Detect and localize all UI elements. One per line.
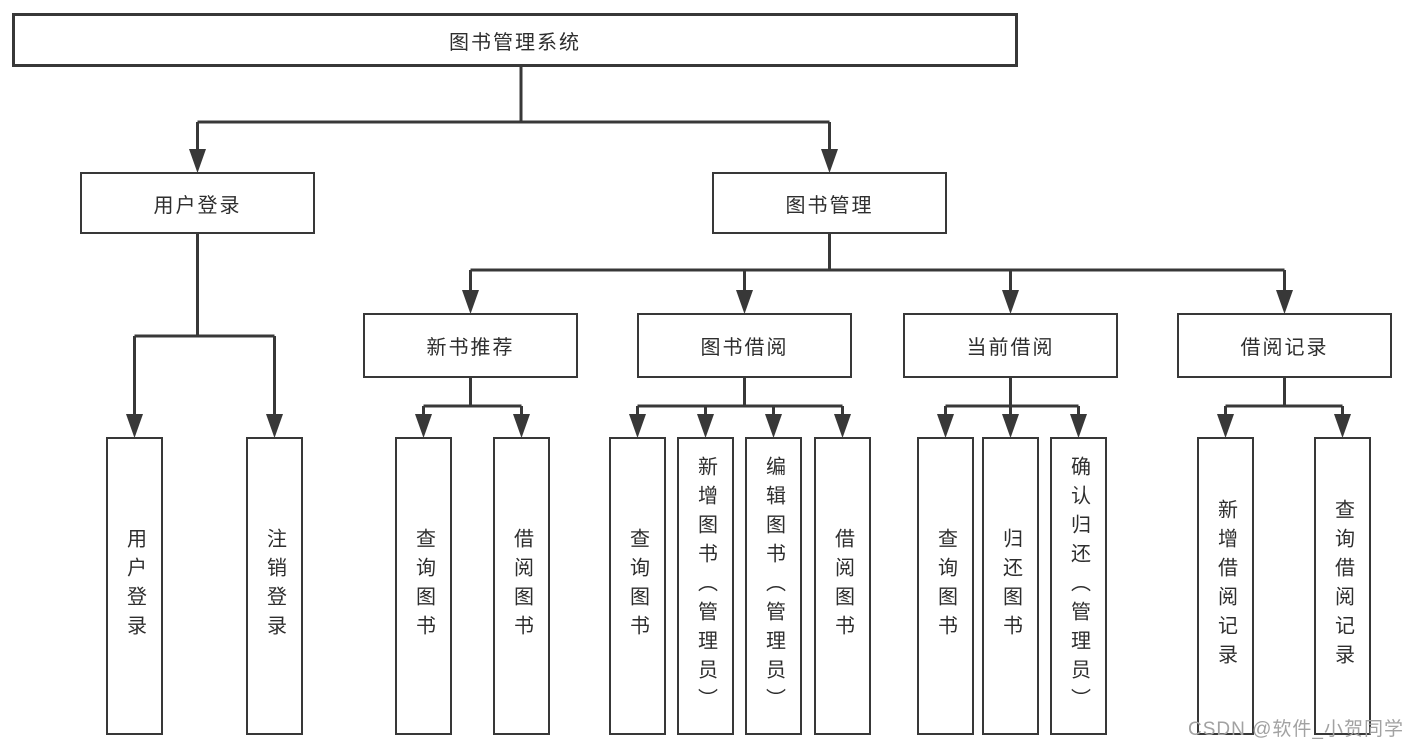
node-borrow-records: 借阅记录 xyxy=(1177,313,1392,378)
leaf-query-books-recommend: 查询图书 xyxy=(395,437,452,735)
leaf-user-login: 用户登录 xyxy=(106,437,163,735)
node-label: 查询图书 xyxy=(412,528,435,644)
leaf-confirm-return-admin: 确认归还（管理员） xyxy=(1050,437,1107,735)
node-book-management: 图书管理 xyxy=(712,172,947,234)
node-label: 注销登录 xyxy=(263,528,286,644)
node-label: 借阅图书 xyxy=(510,528,533,644)
node-label: 图书管理 xyxy=(785,194,874,217)
node-label: 查询图书 xyxy=(934,528,957,644)
leaf-add-borrow-record: 新增借阅记录 xyxy=(1197,437,1254,735)
leaf-query-books: 查询图书 xyxy=(609,437,666,735)
csdn-watermark: CSDN @软件_小贺同学 xyxy=(1188,719,1404,740)
node-user-login: 用户登录 xyxy=(80,172,315,234)
leaf-add-books-admin: 新增图书（管理员） xyxy=(677,437,734,735)
node-current-borrow: 当前借阅 xyxy=(903,313,1118,378)
node-label: 用户登录 xyxy=(153,194,242,217)
leaf-edit-books-admin: 编辑图书（管理员） xyxy=(745,437,802,735)
node-label: 确认归还（管理员） xyxy=(1067,455,1090,717)
leaf-return-books: 归还图书 xyxy=(982,437,1039,735)
node-label: 新增图书（管理员） xyxy=(694,455,717,717)
leaf-borrow-books-recommend: 借阅图书 xyxy=(493,437,550,735)
node-new-book-recommend: 新书推荐 xyxy=(363,313,578,378)
arrowheads xyxy=(126,149,1351,438)
node-label: 用户登录 xyxy=(123,528,146,644)
node-label: 查询借阅记录 xyxy=(1331,499,1354,673)
node-label: 新书推荐 xyxy=(426,337,515,359)
node-label: 图书管理系统 xyxy=(449,31,581,54)
node-root-system: 图书管理系统 xyxy=(12,13,1018,67)
node-label: 借阅图书 xyxy=(831,528,854,644)
leaf-logout: 注销登录 xyxy=(246,437,303,735)
node-label: 当前借阅 xyxy=(966,337,1055,359)
node-book-borrow: 图书借阅 xyxy=(637,313,852,378)
leaf-borrow-books: 借阅图书 xyxy=(814,437,871,735)
node-label: 借阅记录 xyxy=(1240,337,1329,359)
leaf-query-books-current: 查询图书 xyxy=(917,437,974,735)
node-label: 归还图书 xyxy=(999,528,1022,644)
leaf-query-borrow-record: 查询借阅记录 xyxy=(1314,437,1371,735)
node-label: 新增借阅记录 xyxy=(1214,499,1237,673)
node-label: 图书借阅 xyxy=(700,337,789,359)
node-label: 编辑图书（管理员） xyxy=(762,455,785,717)
node-label: 查询图书 xyxy=(626,528,649,644)
